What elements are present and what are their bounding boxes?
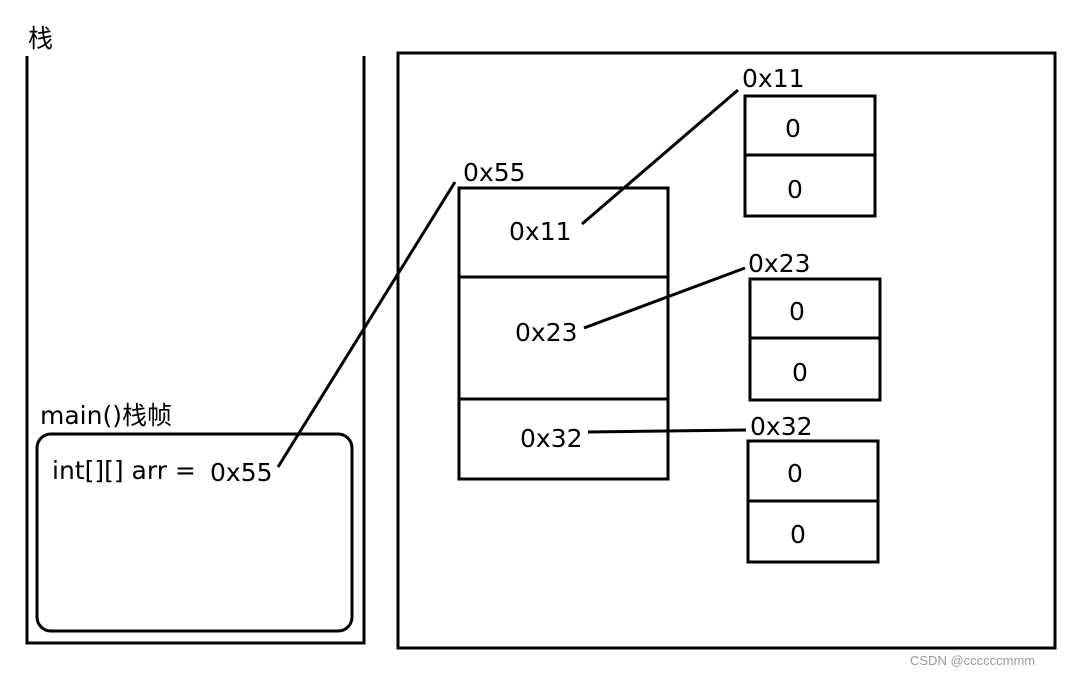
inner-array-cell: 0 xyxy=(792,358,808,387)
heap-region xyxy=(396,51,1057,650)
reference-line-arr-to-0x55 xyxy=(276,181,457,468)
stack-title: 栈 xyxy=(28,24,54,53)
reference-line-0x11 xyxy=(581,88,739,226)
variable-declaration: int[][] arr = xyxy=(52,456,196,485)
reference-line-0x23 xyxy=(583,266,746,330)
inner-array-address: 0x11 xyxy=(742,64,805,93)
outer-array-address: 0x55 xyxy=(463,158,526,187)
outer-array-cell: 0x32 xyxy=(520,424,583,453)
reference-line-0x32 xyxy=(587,428,747,434)
inner-array-cell: 0 xyxy=(789,297,805,326)
outer-array-cell: 0x23 xyxy=(515,318,578,347)
inner-array-cell: 0 xyxy=(790,520,806,549)
outer-array-cell: 0x11 xyxy=(509,217,572,246)
inner-array-address: 0x32 xyxy=(750,412,813,441)
outer-array-box xyxy=(457,186,670,481)
inner-array-cell: 0 xyxy=(787,175,803,204)
inner-array-cell: 0 xyxy=(785,114,801,143)
main-frame-box xyxy=(35,432,354,633)
inner-array-address: 0x23 xyxy=(748,249,811,278)
inner-array-cell: 0 xyxy=(787,459,803,488)
watermark: CSDN @ccccccmmm xyxy=(910,653,1036,668)
frame-title: main()栈帧 xyxy=(40,401,172,430)
variable-value: 0x55 xyxy=(210,458,273,487)
stack-region xyxy=(25,56,366,645)
